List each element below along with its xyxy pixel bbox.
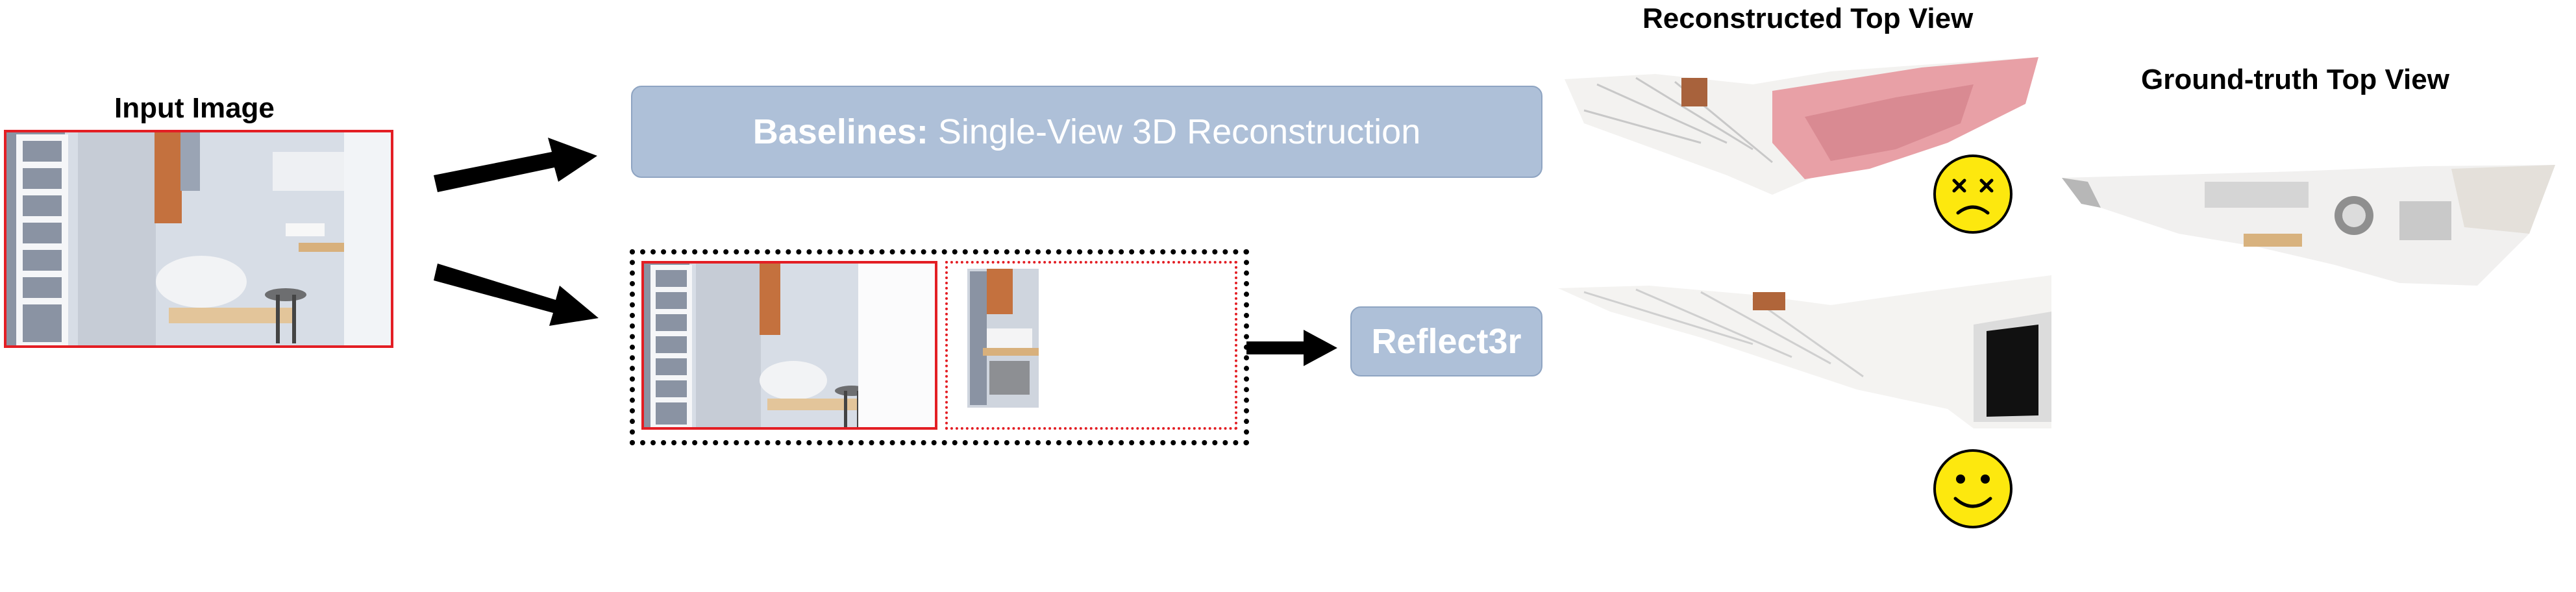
input-image: [4, 130, 393, 348]
composite-input-image: [641, 261, 937, 430]
input-image-label: Input Image: [114, 92, 275, 124]
ground-truth-top-view-label: Ground-truth Top View: [2141, 64, 2449, 95]
arrow-to-reflect3r: [1246, 330, 1337, 366]
arrow-to-baselines: [434, 138, 597, 192]
reflect3r-label: Reflect3r: [1371, 322, 1522, 361]
reflect3r-reconstruction: [1558, 275, 2051, 428]
arrow-to-reflect-input: [434, 264, 599, 326]
baselines-text: Single-View 3D Reconstruction: [928, 112, 1421, 151]
reconstructed-top-view-label: Reconstructed Top View: [1642, 3, 1974, 34]
dizzy-face-icon: [1933, 154, 2012, 234]
baselines-bold: Baselines:: [752, 112, 928, 151]
smiley-face-icon: [1933, 449, 2012, 528]
arrows-from-input: [434, 138, 599, 326]
composite-reflection-frame: [945, 261, 1237, 430]
bathroom-photo: [6, 132, 391, 345]
ground-truth-reconstruction: [2062, 165, 2555, 286]
baseline-reconstruction: [1565, 57, 2038, 195]
reflect3r-box: Reflect3r: [1350, 306, 1542, 376]
composite-photo: [644, 264, 935, 427]
baselines-box: Baselines: Single-View 3D Reconstruction: [631, 86, 1542, 178]
reflection-photo: [967, 269, 1039, 408]
